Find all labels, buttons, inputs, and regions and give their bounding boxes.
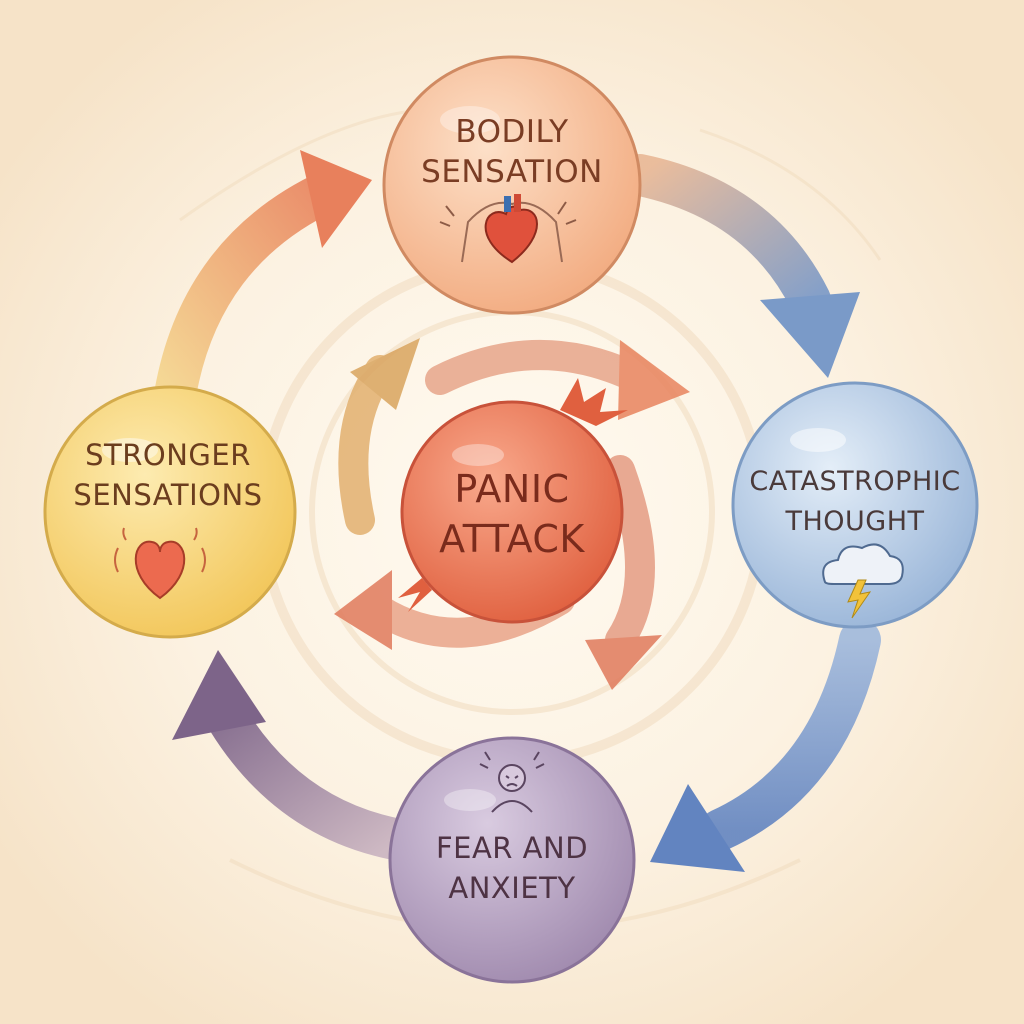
node-fear-and-anxiety: FEAR AND ANXIETY xyxy=(388,736,636,984)
bodily-label-line2: SENSATION xyxy=(421,154,603,190)
arrow-catastrophic-to-fear xyxy=(650,619,881,872)
fear-label-line1: FEAR AND xyxy=(436,831,588,865)
heart-icon xyxy=(114,527,206,600)
arrow-bodily-to-catastrophic xyxy=(619,154,860,378)
node-panic-attack: PANIC ATTACK xyxy=(398,378,628,624)
storm-cloud-icon xyxy=(822,543,904,619)
node-catastrophic-thought: CATASTROPHIC THOUGHT xyxy=(731,381,979,629)
arrow-fear-to-stronger xyxy=(172,650,421,861)
anxious-person-icon xyxy=(479,751,545,813)
node-stronger-sensations: STRONGER SENSATIONS xyxy=(43,385,297,639)
panic-label-line1: PANIC xyxy=(454,467,569,511)
fear-label-line2: ANXIETY xyxy=(448,871,575,905)
node-bodily-sensation: BODILY SENSATION xyxy=(382,55,642,315)
burst-icon xyxy=(398,378,628,612)
catastrophic-label-line1: CATASTROPHIC xyxy=(749,466,960,497)
panic-label-line2: ATTACK xyxy=(439,517,585,561)
arrow-stronger-to-bodily xyxy=(154,150,372,416)
stronger-label-line2: SENSATIONS xyxy=(73,478,262,512)
catastrophic-label-line2: THOUGHT xyxy=(784,506,924,537)
heart-anatomy-icon xyxy=(439,194,577,264)
bodily-label-line1: BODILY xyxy=(455,114,568,150)
stronger-label-line1: STRONGER xyxy=(85,438,251,472)
